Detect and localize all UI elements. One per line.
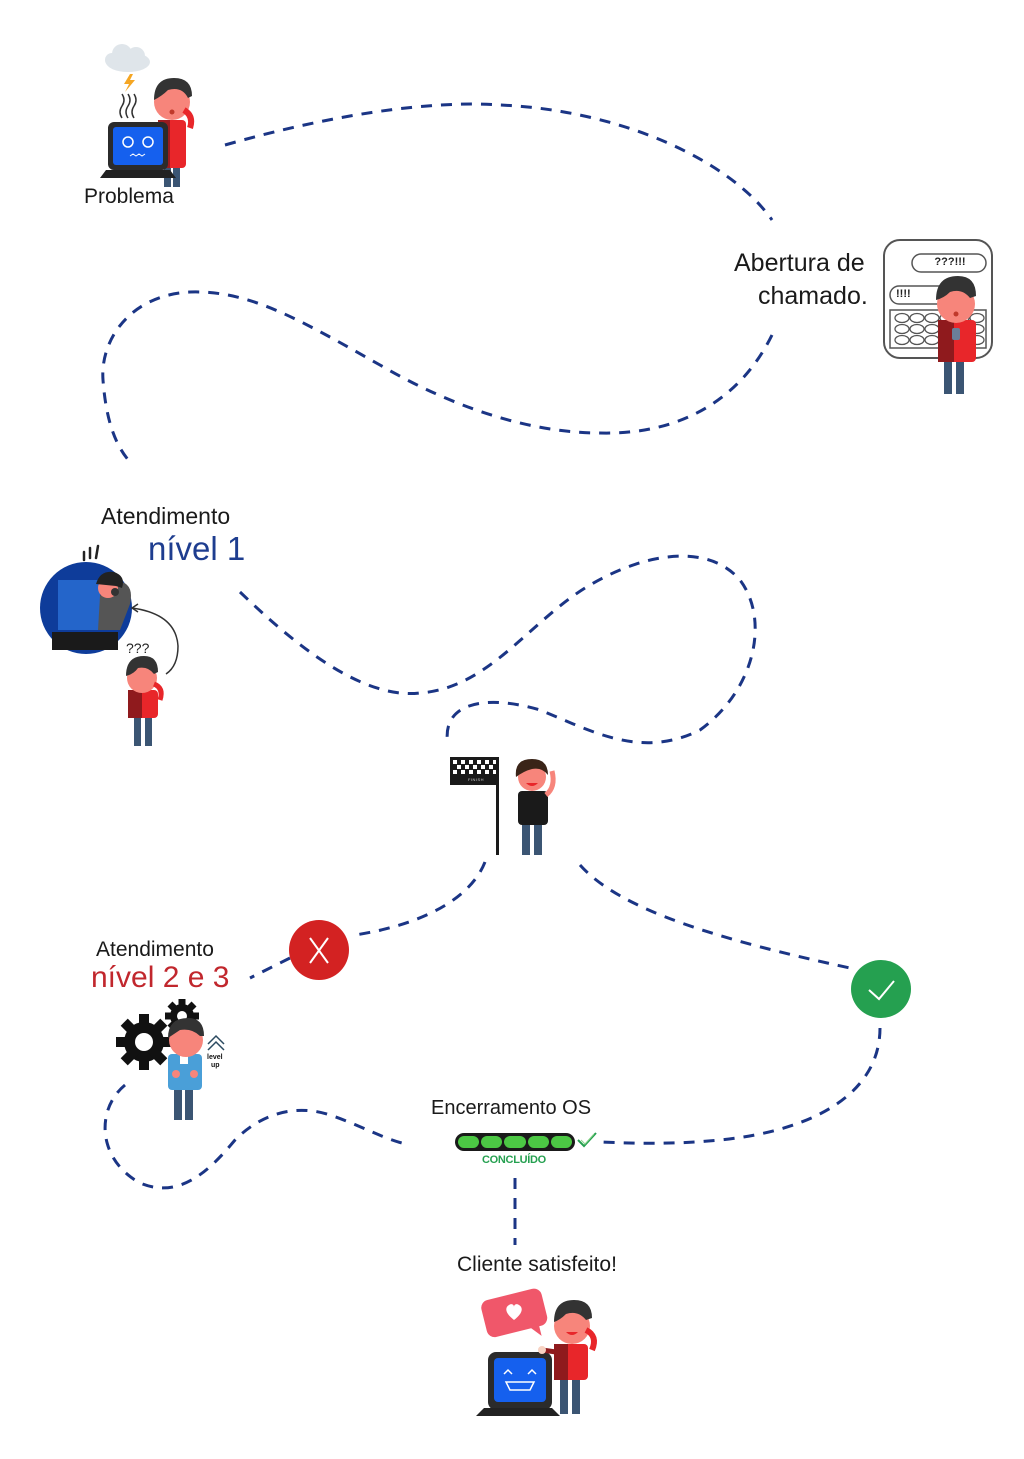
- step-abertura: ???!!! !!!!: [882, 238, 994, 398]
- progress-bar: [455, 1133, 575, 1151]
- encerramento-label: Encerramento OS: [431, 1097, 592, 1119]
- progress-segment: [458, 1136, 480, 1148]
- confused-person-icon: [126, 656, 164, 746]
- abertura-label-line1: Abertura de: [734, 249, 865, 277]
- path-nivel1-to-finish: [238, 554, 757, 746]
- exclamation-icon: [82, 544, 100, 562]
- path-abertura-to-nivel1: [101, 290, 774, 463]
- step-problema: Problema: [80, 40, 240, 220]
- progress-segment: [504, 1136, 526, 1148]
- nivel23-label-line1: Atendimento: [96, 938, 214, 961]
- path-reject-to-nivel23: [249, 956, 291, 980]
- x-icon: [309, 937, 329, 964]
- check-icon: [868, 980, 895, 1001]
- step-finish: FINISH: [446, 755, 566, 860]
- satisfeito-illustration: [476, 1288, 597, 1416]
- nivel1-label-line1: Atendimento: [101, 503, 231, 529]
- progress-check-icon: [577, 1132, 597, 1148]
- smoke-icon: [119, 93, 137, 119]
- support-agent-icon: [40, 562, 132, 654]
- finish-flag-text: FINISH: [467, 777, 485, 782]
- broken-laptop-icon: [100, 122, 176, 178]
- satisfeito-label: Cliente satisfeito!: [457, 1253, 617, 1276]
- phone-bubble-1: ???!!!: [934, 256, 966, 268]
- nivel23-label-line2: nível 2 e 3: [91, 961, 230, 994]
- problema-illustration: [100, 44, 195, 187]
- level-up-icon: [207, 1034, 225, 1051]
- reject-decision: [289, 920, 349, 980]
- level-up-text-2: up: [211, 1062, 220, 1069]
- happy-agent-icon: [515, 759, 556, 855]
- path-finish-to-approve: [578, 864, 851, 970]
- progress-segment: [550, 1136, 573, 1148]
- lightning-icon: [124, 74, 135, 92]
- problema-label: Problema: [84, 185, 174, 208]
- status-badge: CONCLUÍDO: [482, 1154, 546, 1166]
- expert-person-icon: [168, 1018, 204, 1120]
- step-nivel1: ???: [38, 540, 198, 750]
- abertura-label-line2: chamado.: [758, 282, 868, 310]
- path-finish-to-reject: [354, 861, 487, 937]
- nivel1-illustration: [40, 544, 179, 746]
- finish-flag-icon: [450, 757, 499, 855]
- heart-bubble-icon: [481, 1288, 548, 1338]
- happy-laptop-icon: [476, 1352, 560, 1416]
- step-satisfeito: [474, 1282, 614, 1422]
- path-nivel23-to-encerramento: [103, 1083, 411, 1190]
- nivel23-illustration: [116, 999, 225, 1120]
- level-up-text-1: level: [207, 1054, 223, 1061]
- sad-person-icon: [936, 276, 976, 394]
- path-problema-to-abertura: [224, 102, 774, 221]
- phone-call-illustration: [883, 239, 993, 394]
- nivel1-label-line2: nível 1: [148, 530, 246, 567]
- finish-illustration: [450, 757, 556, 855]
- progress-segment: [527, 1136, 549, 1148]
- path-approve-to-encerramento: [597, 1027, 882, 1145]
- question-marks: ???: [126, 640, 150, 656]
- happy-client-icon: [538, 1300, 597, 1414]
- progress-segment: [481, 1136, 503, 1148]
- phone-bubble-2: !!!!: [896, 288, 911, 300]
- step-nivel23: level up: [112, 999, 232, 1124]
- curved-arrow-icon: [130, 603, 179, 675]
- approve-decision: [851, 960, 911, 1018]
- storm-cloud-icon: [105, 44, 150, 72]
